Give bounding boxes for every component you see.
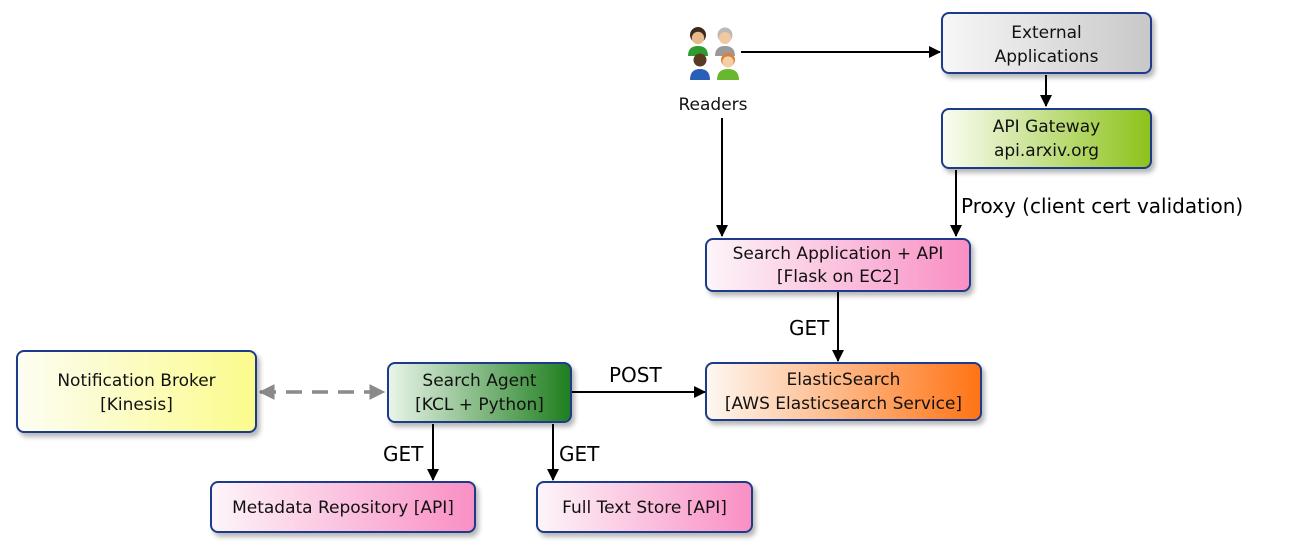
search-application-node[interactable]: Search Application + API [Flask on EC2] [705,238,971,292]
notification-broker-line-1: Notification Broker [57,371,215,391]
metadata-repository-node[interactable]: Metadata Repository [API] [210,481,476,533]
edges [258,46,1052,481]
search-agent-line-2: [KCL + Python] [415,395,544,415]
external-applications-line-2: Applications [995,47,1099,67]
elasticsearch-node[interactable]: ElasticSearch [AWS Elasticsearch Service… [705,362,982,421]
readers-actor: Readers [678,27,748,115]
edge-label-get-metadata: GET [383,442,424,466]
metadata-repository-label: Metadata Repository [API] [232,498,454,518]
readers-label: Readers [678,95,747,115]
elasticsearch-line-1: ElasticSearch [787,370,901,390]
notification-broker-line-2: [Kinesis] [100,395,173,415]
external-applications-line-1: External [1011,23,1082,43]
full-text-store-label: Full Text Store [API] [562,498,727,518]
search-application-line-2: [Flask on EC2] [777,267,899,287]
notification-broker-node[interactable]: Notification Broker [Kinesis] [16,350,257,433]
elasticsearch-line-2: [AWS Elasticsearch Service] [725,394,962,414]
search-agent-node[interactable]: Search Agent [KCL + Python] [387,362,572,423]
api-gateway-node[interactable]: API Gateway api.arxiv.org [941,108,1152,169]
full-text-store-node[interactable]: Full Text Store [API] [536,481,753,533]
edge-label-get-fulltext: GET [559,442,600,466]
edge-label-get-search: GET [789,316,830,340]
api-gateway-line-1: API Gateway [993,117,1100,137]
search-application-line-1: Search Application + API [733,244,944,264]
api-gateway-line-2: api.arxiv.org [994,141,1099,161]
readers-group-icon [688,27,739,80]
edge-label-proxy: Proxy (client cert validation) [961,194,1243,218]
search-agent-line-1: Search Agent [422,371,536,391]
edge-label-post: POST [609,363,662,387]
external-applications-node[interactable]: External Applications [941,12,1152,74]
